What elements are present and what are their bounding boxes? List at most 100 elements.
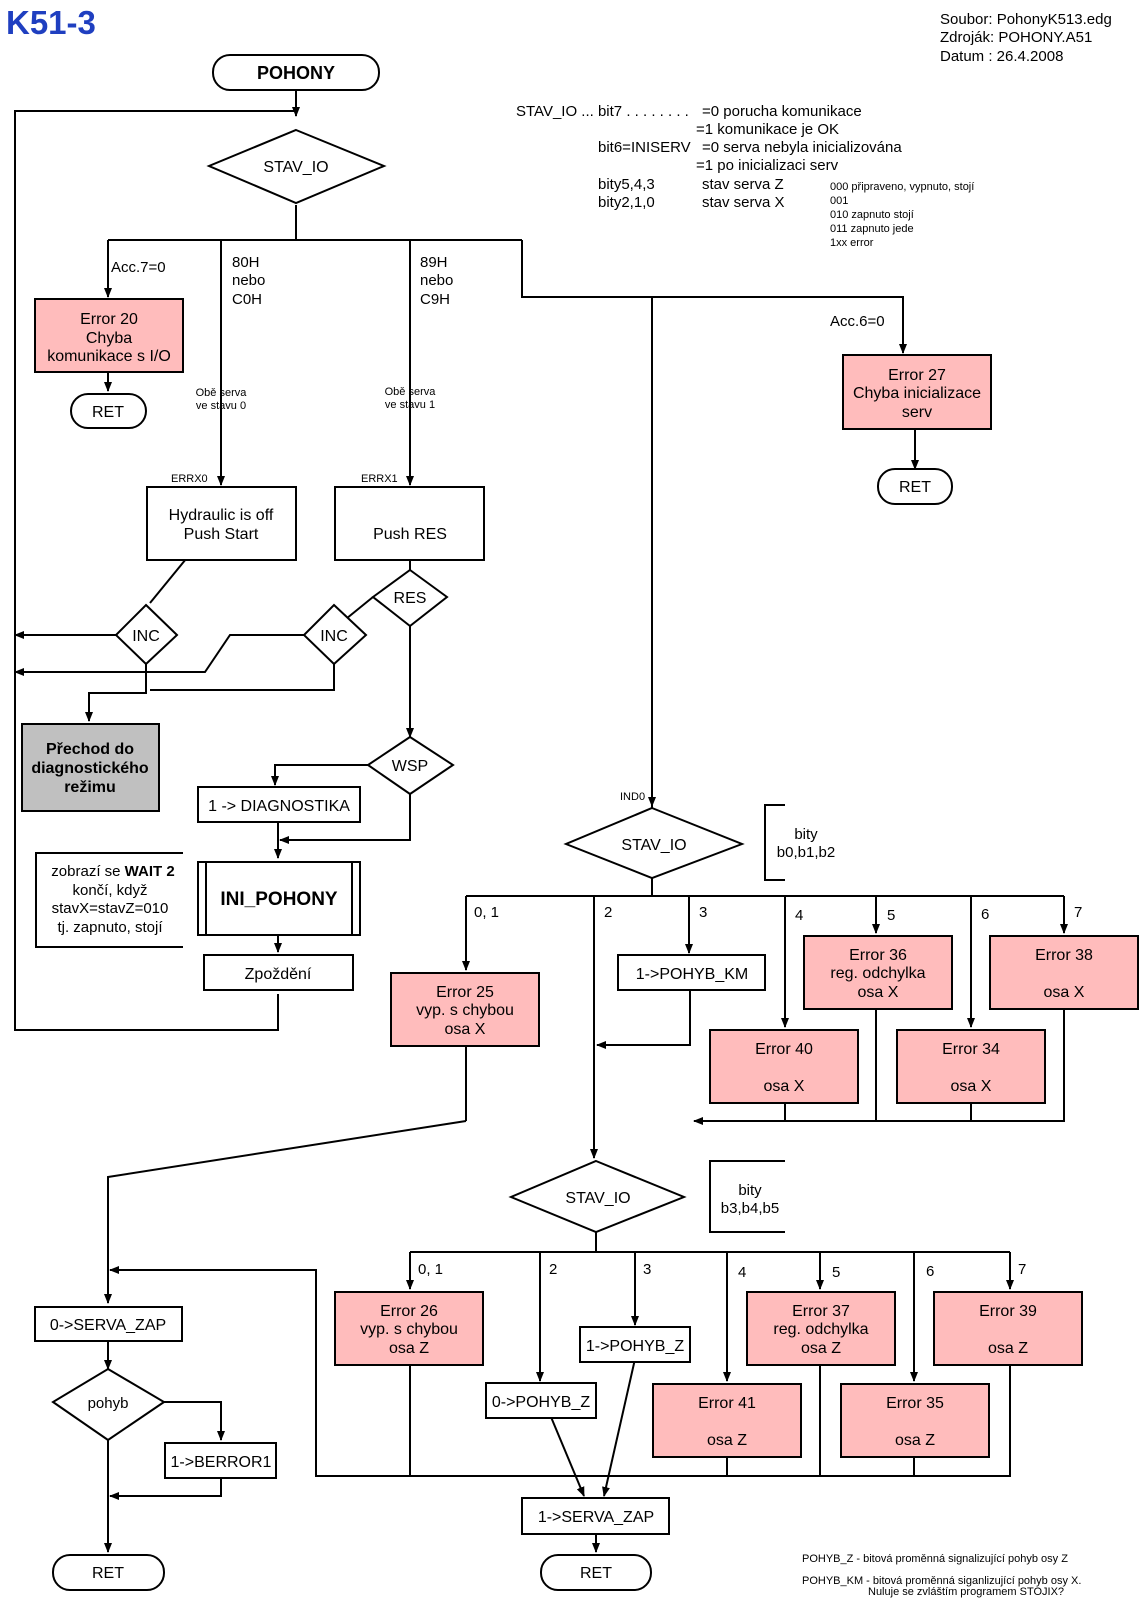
decision-stav-io-3: STAV_IO <box>508 1159 687 1234</box>
svg-text:=1 po inicializaci serv: =1 po inicializaci serv <box>696 157 839 174</box>
error-41-box: Error 41 osa Z <box>652 1383 802 1458</box>
svg-text:Error 40: Error 40 <box>755 1041 813 1058</box>
file-name: Soubor: PohonyK513.edg <box>940 11 1112 28</box>
svg-text:diagnostického: diagnostického <box>31 760 149 777</box>
process-push-res: Push RES <box>334 486 485 561</box>
svg-text:6: 6 <box>981 906 989 923</box>
decision-stav-io-2: STAV_IO <box>563 806 745 880</box>
svg-text:1->BERROR1: 1->BERROR1 <box>171 1454 272 1471</box>
svg-text:Error 27: Error 27 <box>888 367 946 384</box>
svg-text:POHYB_Z - bitová proměnná sign: POHYB_Z - bitová proměnná signalizující … <box>802 1553 1068 1565</box>
date: Datum : 26.4.2008 <box>940 48 1063 65</box>
process-zpozdeni: Zpoždění <box>203 954 354 991</box>
svg-text:C0H: C0H <box>232 291 262 308</box>
process-pohyb-z-set: 1->POHYB_Z <box>579 1326 691 1363</box>
svg-text:1->POHYB_KM: 1->POHYB_KM <box>636 966 748 983</box>
svg-text:osa Z: osa Z <box>988 1340 1028 1357</box>
svg-text:7: 7 <box>1074 904 1082 921</box>
svg-text:Error 20: Error 20 <box>80 311 138 328</box>
svg-text:vyp. s chybou: vyp. s chybou <box>416 1002 514 1019</box>
svg-text:Zpoždění: Zpoždění <box>245 966 312 983</box>
svg-text:STAV_IO ... bit7 . . . . . . .: STAV_IO ... bit7 . . . . . . . . <box>516 103 689 120</box>
error-37-box: Error 37 reg. odchylka osa Z <box>746 1291 896 1366</box>
svg-text:=1 komunikace je OK: =1 komunikace je OK <box>696 121 839 138</box>
svg-text:80H: 80H <box>232 254 260 271</box>
svg-text:režimu: režimu <box>64 779 116 796</box>
svg-text:Obě serva: Obě serva <box>196 387 248 399</box>
decision-inc-1: INC <box>114 603 179 666</box>
error-40-box: Error 40 osa X <box>709 1029 859 1104</box>
svg-text:osa Z: osa Z <box>895 1432 935 1449</box>
svg-text:bit6=INISERV: bit6=INISERV <box>598 139 691 156</box>
svg-text:4: 4 <box>795 907 803 924</box>
svg-text:RET: RET <box>92 1565 124 1582</box>
svg-text:1xx error: 1xx error <box>830 237 874 249</box>
svg-text:5: 5 <box>887 907 895 924</box>
svg-text:vyp. s chybou: vyp. s chybou <box>360 1321 458 1338</box>
svg-text:Error 34: Error 34 <box>942 1041 1000 1058</box>
svg-text:0, 1: 0, 1 <box>474 904 499 921</box>
svg-text:INC: INC <box>132 628 160 645</box>
svg-text:=0 serva nebyla inicializována: =0 serva nebyla inicializována <box>702 139 902 156</box>
svg-text:ve stavu 1: ve stavu 1 <box>385 399 435 411</box>
svg-text:3: 3 <box>699 904 707 921</box>
note-bits-x: bity b0,b1,b2 <box>764 804 835 881</box>
svg-text:1->POHYB_Z: 1->POHYB_Z <box>586 1338 684 1355</box>
svg-text:Error 39: Error 39 <box>979 1303 1037 1320</box>
process-serva-zap-set: 1->SERVA_ZAP <box>521 1497 670 1535</box>
svg-text:0, 1: 0, 1 <box>418 1261 443 1278</box>
error-34-box: Error 34 osa X <box>896 1029 1046 1104</box>
error-39-box: Error 39 osa Z <box>933 1291 1083 1366</box>
process-pohyb-km: 1->POHYB_KM <box>617 954 766 991</box>
svg-text:WSP: WSP <box>392 758 428 775</box>
svg-text:komunikace s I/O: komunikace s I/O <box>47 348 171 365</box>
diagnostic-mode-box: Přechod do diagnostického režimu <box>21 723 160 812</box>
svg-text:osa Z: osa Z <box>707 1432 747 1449</box>
svg-text:INC: INC <box>320 628 348 645</box>
terminal-ret-2: RET <box>877 468 953 505</box>
decision-wsp: WSP <box>366 735 455 796</box>
svg-text:ERRX1: ERRX1 <box>361 473 398 485</box>
svg-text:Error 37: Error 37 <box>792 1303 850 1320</box>
source-file: Zdroják: POHONY.A51 <box>940 29 1092 46</box>
process-pohyb-z-reset: 0->POHYB_Z <box>485 1382 597 1419</box>
bit-legend: STAV_IO ... bit7 . . . . . . . . =0 poru… <box>516 103 974 249</box>
svg-text:bity2,1,0: bity2,1,0 <box>598 194 655 211</box>
error-26-box: Error 26 vyp. s chybou osa Z <box>334 1291 484 1366</box>
svg-text:b3,b4,b5: b3,b4,b5 <box>721 1200 779 1217</box>
svg-text:3: 3 <box>643 1261 651 1278</box>
terminal-ret-3: RET <box>52 1554 165 1591</box>
error-27-box: Error 27 Chyba inicializace serv <box>842 354 992 430</box>
decision-stav-io-1: STAV_IO <box>206 128 387 205</box>
terminal-ret-1: RET <box>70 393 147 429</box>
svg-text:000 připraveno, vypnuto, stojí: 000 připraveno, vypnuto, stojí <box>830 181 974 193</box>
svg-text:7: 7 <box>1018 1261 1026 1278</box>
diagram-title: K51-3 <box>6 4 96 41</box>
terminal-pohony: POHONY <box>212 54 380 91</box>
svg-text:=0 porucha komunikace: =0 porucha komunikace <box>702 103 862 120</box>
svg-text:Error 26: Error 26 <box>380 1303 438 1320</box>
error-20-box: Error 20 Chyba komunikace s I/O <box>34 298 184 373</box>
process-diagnostika: 1 -> DIAGNOSTIKA <box>197 786 361 823</box>
svg-text:Chyba: Chyba <box>86 330 132 347</box>
note-bits-z: bity b3,b4,b5 <box>709 1160 785 1233</box>
error-36-box: Error 36 reg. odchylka osa X <box>803 935 953 1010</box>
svg-text:Error 38: Error 38 <box>1035 947 1093 964</box>
svg-text:IND0: IND0 <box>620 791 645 803</box>
svg-text:010 zapnuto stojí: 010 zapnuto stojí <box>830 209 914 221</box>
svg-text:RES: RES <box>394 590 427 607</box>
terminal-ret-4: RET <box>540 1554 652 1591</box>
label-acc6: Acc.6=0 <box>830 313 885 330</box>
svg-text:končí, když: končí, když <box>72 882 147 899</box>
branch-labels: Acc.7=0 Acc.6=0 80H nebo C0H 89H nebo C9… <box>111 254 1082 1281</box>
process-ini-pohony: INI_POHONY <box>197 861 361 936</box>
process-serva-zap-reset: 0->SERVA_ZAP <box>34 1306 183 1342</box>
svg-text:Push Start: Push Start <box>184 526 259 543</box>
svg-text:2: 2 <box>604 904 612 921</box>
svg-text:Obě serva: Obě serva <box>385 386 437 398</box>
svg-text:0->POHYB_Z: 0->POHYB_Z <box>492 1394 590 1411</box>
svg-text:011 zapnuto jede: 011 zapnuto jede <box>830 223 914 235</box>
svg-text:reg. odchylka: reg. odchylka <box>830 965 925 982</box>
svg-text:4: 4 <box>738 1264 746 1281</box>
